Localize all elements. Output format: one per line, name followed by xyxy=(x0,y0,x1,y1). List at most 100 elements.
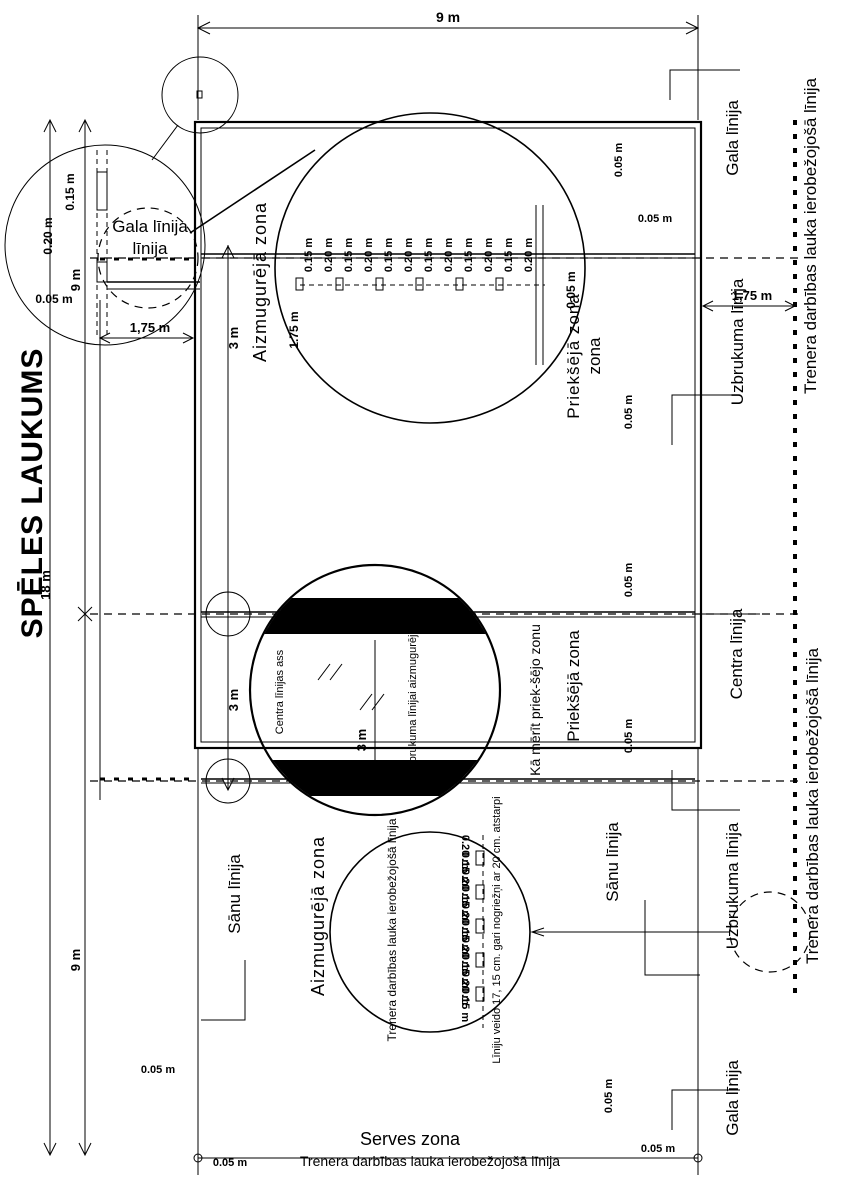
w-label-6: 0.05 m xyxy=(603,1079,615,1113)
length-label: 18 m xyxy=(38,570,53,600)
detail-bottom-dim-label: 0.20 m xyxy=(459,937,471,971)
w-label-9: 0.05 m xyxy=(641,1143,675,1155)
detail-top-length: 1.75 m xyxy=(287,311,301,348)
service-mark-right xyxy=(693,1153,703,1163)
detail-end-label: Gala līnija xyxy=(112,217,188,236)
detail-mid-note: Kā mērīt priek-šējo zonu xyxy=(527,624,543,776)
length-arrow-top-2 xyxy=(43,118,57,133)
length-arrow-top xyxy=(78,118,92,133)
detail-top-dim-label: 0.15 m xyxy=(423,238,435,272)
pointer-attack-bottom xyxy=(671,770,740,811)
detail-end-dim-w: 0.05 m xyxy=(35,292,72,306)
detail-bottom-dim-label: 0.20 m xyxy=(459,971,471,1005)
detail-bottom-segment xyxy=(475,918,485,934)
length-arrow-bottom xyxy=(78,1142,92,1157)
w-label-8: 0.05 m xyxy=(213,1157,247,1169)
detail-top-dim-label: 0.15 m xyxy=(463,238,475,272)
measure-circle-attack xyxy=(205,758,251,804)
front-dim-arrow-top xyxy=(221,244,235,259)
zone-front-bottom: Priekšējā zona xyxy=(564,630,583,742)
zone-front-top: Priekšējā zona xyxy=(564,293,583,419)
detail-top-w: 0.05 m xyxy=(564,271,578,308)
page-title: SPĒLES LAUKUMS xyxy=(16,348,49,639)
detail-top-dim-label: 0.15 m xyxy=(343,238,355,272)
detail-top-dim-label: 0.20 m xyxy=(443,238,455,272)
end-line-bottom-label: Gala līnija xyxy=(723,1060,742,1136)
coach-offset-left-label: 1,75 m xyxy=(130,320,170,335)
coach-offset-right-arrow-l xyxy=(701,300,714,312)
center-tick-2 xyxy=(77,606,93,622)
coach-offset-left-arrow-r xyxy=(182,332,195,344)
detail-ref-top-right xyxy=(161,56,239,134)
service-mark-left xyxy=(193,1153,203,1163)
attack-line-bottom-label: Uzbrukuma līnija xyxy=(723,822,742,949)
coach-offset-right-arrow-r xyxy=(784,300,797,312)
attack-line-top-label: Uzbrukuma līnija xyxy=(728,278,747,405)
detail-bottom-marks: 0.20 m0.15 m0.20 m0.15 m0.20 m0.15 m0.20… xyxy=(459,835,485,1022)
detail-top-dim-label: 0.20 m xyxy=(483,238,495,272)
detail-bottom-dim-label: 0.15 m xyxy=(459,988,471,1022)
detail-mid-hatch-1 xyxy=(317,663,331,681)
detail-bottom-circle xyxy=(329,831,531,1033)
detail-mid-band-bottom xyxy=(251,760,499,796)
detail-bottom-segment xyxy=(475,952,485,968)
detail-bottom-dim-label: 0.20 m xyxy=(459,835,471,869)
detail-ref-mark xyxy=(196,90,203,99)
detail-bottom-segment xyxy=(475,884,485,900)
court-outline xyxy=(193,120,703,750)
detail-top-segment xyxy=(335,277,344,291)
measure-circle-center xyxy=(205,591,251,637)
detail-end-dim-b: 0.20 m xyxy=(41,217,55,254)
front-zone-dim-top: 3 m xyxy=(226,327,241,349)
detail-bottom-dim-label: 0.20 m xyxy=(459,869,471,903)
length-arrow-bottom-2 xyxy=(43,1142,57,1157)
center-line-label: Centra līnija xyxy=(727,608,746,699)
detail-bottom-dim-label: 0.15 m xyxy=(459,954,471,988)
detail-ref-bottom-arrowhead xyxy=(530,927,545,937)
detail-bottom-segment xyxy=(475,986,485,1002)
detail-end-dim-a: 0.15 m xyxy=(63,173,77,210)
w-label-5: 0.05 m xyxy=(623,719,635,753)
coach-line-bottom-label: Trenera darbības lauka ierobežojošā līni… xyxy=(803,647,822,963)
pointer-end-top xyxy=(669,69,740,100)
detail-bottom-dim-label: 0.15 m xyxy=(459,886,471,920)
detail-ref-left xyxy=(97,207,199,309)
detail-top-dim-label: 0.20 m xyxy=(363,238,375,272)
detail-bottom-dim-label: 0.20 m xyxy=(459,903,471,937)
front-zone-dim-bottom: 3 m xyxy=(226,689,241,711)
w-label-3: 0.05 m xyxy=(623,395,635,429)
w-label-1: 0.05 m xyxy=(613,143,625,177)
half-length-bottom-label: 9 m xyxy=(68,949,83,971)
detail-top-dim-label: 0.20 m xyxy=(403,238,415,272)
detail-top-dim-label: 0.20 m xyxy=(523,238,535,272)
detail-mid-circle xyxy=(248,563,502,817)
front-dim-arrow-bottom xyxy=(221,777,235,792)
detail-top-segment xyxy=(495,277,504,291)
bottom-caption: Trenera darbības lauka ierobežojošā līni… xyxy=(300,1153,560,1169)
coach-line-top-label: Trenera darbības lauka ierobežojošā līni… xyxy=(801,77,820,393)
service-zone-label: Serves zona xyxy=(360,1129,461,1149)
detail-mid-center-axis: Centra līnijas ass xyxy=(274,649,286,734)
zone-back-top: Aizmugurējā zona xyxy=(250,202,270,362)
detail-bottom-dim-label: 0.15 m xyxy=(459,920,471,954)
detail-end-segment-2 xyxy=(96,261,108,283)
coach-offset-right-label: 1,75 m xyxy=(732,288,772,303)
detail-top-marks: 0.15 m 0.20 m 0.15 m 0.20 m 0.15 m 0.20 m 0.15… xyxy=(295,238,535,291)
zone-front-top-2: zona xyxy=(585,337,604,374)
detail-ref-left-pointer xyxy=(189,149,316,234)
detail-top-dim-label: 0.15 m xyxy=(303,238,315,272)
detail-bottom-title: Trenera darbības lauka ierobežojošā līni… xyxy=(385,818,399,1041)
detail-mid-hatch-2 xyxy=(329,663,343,681)
detail-mid-attack-axis: Uzbrukuma līnijai aizmugurējā ass xyxy=(407,608,419,776)
detail-bottom-segment xyxy=(475,850,485,866)
end-line-top-label: Gala līnija xyxy=(723,100,742,176)
detail-mid-band-top xyxy=(251,598,499,634)
detail-mid-dist: 3 m xyxy=(354,729,369,751)
detail-end-label-2: līnija xyxy=(133,239,169,258)
detail-top-dim-label: 0.20 m xyxy=(323,238,335,272)
detail-mid-hatch-4 xyxy=(371,693,385,711)
width-label: 9 m xyxy=(436,9,460,25)
half-length-top-label: 9 m xyxy=(68,269,83,291)
